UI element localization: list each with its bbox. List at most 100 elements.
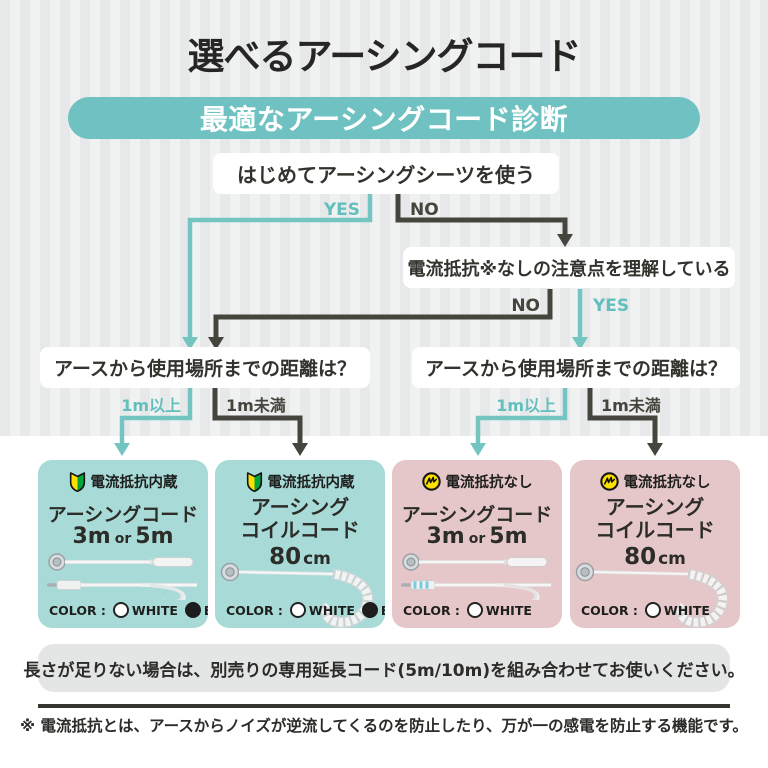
extension-cord-note-text: 長さが足りない場合は、別売りの専用延長コード(5m/10m)を組み合わせてお使い… bbox=[23, 660, 745, 681]
connector-q3-over1m bbox=[119, 388, 193, 445]
color-options: COLOR : WHITE bbox=[581, 602, 710, 618]
product-name-line2: コイルコード bbox=[595, 518, 715, 542]
color-name-white: WHITE bbox=[308, 602, 355, 618]
question-distance-right: アースから使用場所までの距離は？ bbox=[412, 347, 740, 388]
jack-plug-icon bbox=[401, 583, 412, 587]
badge-built-in-resistance: 電流抵抗内蔵 bbox=[38, 471, 208, 492]
arrowhead-q1-yes bbox=[182, 337, 198, 350]
length-value-a: 3m bbox=[426, 524, 465, 549]
color-label: COLOR : bbox=[403, 602, 460, 618]
color-label: COLOR : bbox=[49, 602, 106, 618]
length-or: or bbox=[468, 531, 486, 547]
resistance-footnote-text: ※ 電流抵抗とは、アースからノイズが逆流してくるのを防止したり、万が一の感電を防… bbox=[20, 717, 748, 735]
length-or: or bbox=[114, 531, 132, 547]
product-name: アーシングコード bbox=[392, 500, 562, 527]
label-q4-under1m: 1m未満 bbox=[601, 396, 661, 415]
color-name-black: BLACK bbox=[381, 603, 385, 618]
label-q1-no: NO bbox=[410, 200, 439, 220]
badge-label: 電流抵抗なし bbox=[623, 475, 711, 491]
label-q1-yes: YES bbox=[323, 200, 360, 220]
connector-q4-under1m bbox=[587, 388, 658, 445]
connector-q2-no bbox=[213, 289, 553, 339]
badge-no-resistance: 電流抵抗なし bbox=[392, 471, 562, 492]
black-color-swatch bbox=[361, 602, 378, 618]
color-name-white: WHITE bbox=[663, 602, 710, 618]
white-color-swatch bbox=[112, 602, 129, 618]
coil-cord-image bbox=[575, 562, 729, 628]
white-color-swatch bbox=[289, 602, 306, 618]
length-value-b: 5m bbox=[489, 524, 528, 549]
label-q2-yes: YES bbox=[592, 296, 629, 316]
extension-cord-note: 長さが足りない場合は、別売りの専用延長コード(5m/10m)を組み合わせてお使い… bbox=[23, 644, 745, 692]
color-options: COLOR : WHITE BLACK bbox=[226, 602, 385, 618]
length-value-a: 80 bbox=[624, 544, 657, 570]
white-color-swatch bbox=[466, 602, 483, 618]
product-name-line1: アーシング bbox=[250, 495, 350, 519]
arrowhead-q4-over1m bbox=[470, 443, 486, 456]
arrowhead-q4-under1m bbox=[647, 443, 663, 456]
question-first-time-use-text: はじめてアーシングシーツを使う bbox=[237, 163, 535, 187]
question-understand-no-resistance: 電流抵抗※なしの注意点を理解している bbox=[403, 247, 735, 288]
color-label: COLOR : bbox=[226, 602, 283, 618]
divider-line bbox=[38, 704, 730, 708]
product-name: アーシング コイルコード bbox=[570, 496, 740, 542]
badge-label: 電流抵抗内蔵 bbox=[267, 475, 355, 491]
black-color-swatch bbox=[184, 602, 201, 618]
resistance-footnote: ※ 電流抵抗とは、アースからノイズが逆流してくるのを防止したり、万が一の感電を防… bbox=[0, 714, 768, 736]
lightning-icon bbox=[599, 472, 619, 491]
length-unit: cm bbox=[303, 549, 331, 569]
question-first-time-use: はじめてアーシングシーツを使う bbox=[213, 153, 559, 194]
badge-label: 電流抵抗内蔵 bbox=[90, 475, 178, 491]
diagnosis-banner: 最適なアーシングコード診断 bbox=[68, 97, 700, 139]
connector-q1-yes bbox=[187, 194, 373, 339]
badge-built-in-resistance: 電流抵抗内蔵 bbox=[215, 471, 385, 492]
color-label: COLOR : bbox=[581, 602, 638, 618]
badge-label: 電流抵抗なし bbox=[445, 475, 533, 491]
arrowhead-q3-under1m bbox=[292, 443, 308, 456]
length-value-a: 3m bbox=[72, 524, 111, 549]
color-name-white: WHITE bbox=[131, 602, 178, 618]
arrowhead-q2-no bbox=[208, 337, 224, 350]
connector-q4-over1m bbox=[475, 388, 568, 445]
question-understand-no-resistance-text: 電流抵抗※なしの注意点を理解している bbox=[407, 258, 731, 280]
label-q3-under1m: 1m未満 bbox=[226, 396, 286, 415]
product-name-line2: コイルコード bbox=[240, 518, 360, 542]
product-name-line1: アーシング bbox=[605, 495, 705, 519]
question-distance-left-text: アースから使用場所までの距離は？ bbox=[54, 358, 356, 380]
white-color-swatch bbox=[644, 602, 661, 618]
arrowhead-q3-over1m bbox=[114, 443, 130, 456]
label-q3-over1m: 1m以上 bbox=[121, 396, 181, 415]
product-name-line1: アーシングコード bbox=[401, 504, 553, 526]
beginner-mark-icon bbox=[246, 472, 262, 492]
beginner-mark-icon bbox=[69, 472, 85, 492]
arrowhead-q1-no bbox=[557, 234, 573, 247]
page-title: 選べるアーシングコード bbox=[187, 35, 581, 78]
product-name: アーシングコード bbox=[38, 500, 208, 527]
color-options: COLOR : WHITE BLACK bbox=[49, 602, 208, 618]
straight-cord-image bbox=[401, 553, 551, 600]
connector-q3-under1m bbox=[212, 388, 303, 445]
badge-no-resistance: 電流抵抗なし bbox=[570, 471, 740, 492]
straight-cord-image bbox=[47, 553, 197, 600]
label-q4-over1m: 1m以上 bbox=[496, 396, 556, 415]
color-options: COLOR : WHITE bbox=[403, 602, 532, 618]
length-value-a: 80 bbox=[269, 544, 302, 570]
arrowhead-q2-yes bbox=[572, 337, 588, 350]
connector-q1-no bbox=[395, 194, 568, 236]
jack-plug-icon bbox=[47, 583, 58, 587]
lightning-icon bbox=[421, 472, 441, 491]
label-q2-no: NO bbox=[511, 296, 540, 316]
question-distance-right-text: アースから使用場所までの距離は？ bbox=[425, 358, 727, 380]
question-distance-left: アースから使用場所までの距離は？ bbox=[40, 347, 370, 388]
coil-cord-image bbox=[220, 562, 374, 628]
product-name: アーシング コイルコード bbox=[215, 496, 385, 542]
diagnosis-banner-label: 最適なアーシングコード診断 bbox=[199, 103, 569, 136]
